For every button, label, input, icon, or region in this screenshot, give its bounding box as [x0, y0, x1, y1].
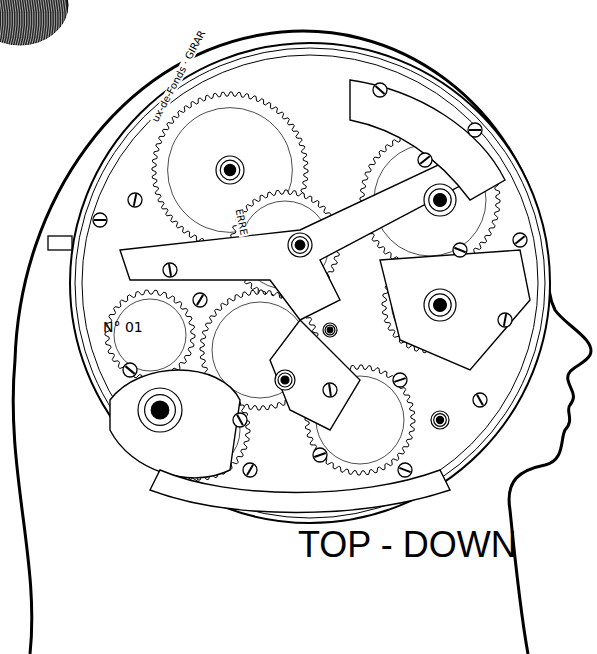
jewel-pivot [275, 370, 295, 390]
screw [93, 213, 107, 227]
hatch-line [38, 0, 43, 50]
movement-ring [75, 48, 545, 518]
hatch-line [26, 0, 31, 50]
screw [473, 393, 487, 407]
hatch-line [2, 0, 7, 50]
jewel-pivot [145, 395, 176, 426]
hatch-line [40, 0, 45, 50]
hatch-line [30, 0, 35, 50]
jewel-pivot [288, 233, 312, 257]
bridge-plate [350, 80, 505, 200]
screw [123, 363, 137, 377]
hatch-line [54, 0, 59, 50]
gear-rim [114, 299, 186, 371]
movement-ring [70, 43, 550, 523]
bridge-plate [120, 150, 490, 320]
screw [128, 193, 142, 207]
hatch-line [28, 0, 33, 50]
hatch-line [33, 0, 38, 50]
hatch-line [35, 0, 40, 50]
hatch-line [59, 0, 64, 50]
hatch-line [11, 0, 16, 50]
jewel-pivot [323, 323, 337, 337]
serial-number: N° 01 [103, 320, 143, 334]
jewel-pivot [292, 237, 309, 254]
jewel-pivot [431, 411, 449, 429]
jewel-pivot [434, 299, 447, 312]
hatch-line [16, 0, 21, 50]
movement-ring [82, 55, 538, 511]
hatch-line [6, 0, 11, 50]
hatch-line [23, 0, 28, 50]
screw [398, 463, 412, 477]
hatch-line [9, 0, 14, 50]
jewel-pivot [434, 414, 447, 427]
hatch-line [14, 0, 19, 50]
hatch-line [4, 0, 9, 50]
jewel-pivot [429, 189, 451, 211]
jewel-pivot [224, 164, 235, 175]
jewel-pivot [327, 327, 333, 333]
hatch-line [47, 0, 52, 50]
bridge-plate [270, 320, 360, 430]
jewel-pivot [278, 373, 292, 387]
hatch-line [45, 0, 50, 50]
jewel-pivot [424, 289, 456, 321]
jewel-pivot [151, 401, 169, 419]
jewel-pivot [434, 194, 447, 207]
jewel-pivot [216, 156, 244, 184]
hatch-line [21, 0, 26, 50]
apple-hatching [0, 0, 67, 50]
screw [418, 153, 432, 167]
gear-wheel [105, 290, 195, 380]
jewel-pivot [281, 376, 289, 384]
screw [498, 313, 512, 327]
apple-engraving [0, 0, 68, 45]
hatch-line [57, 0, 62, 50]
jewel-pivot [424, 184, 456, 216]
jewel-pivot [436, 416, 443, 423]
bridge-plate [110, 370, 240, 478]
screw [513, 233, 527, 247]
jewel-pivot [295, 240, 305, 250]
screw [373, 83, 387, 97]
watch-movement [48, 43, 550, 523]
jewel-pivot [138, 388, 182, 432]
bridge-plate [380, 250, 530, 370]
hatch-line [50, 0, 55, 50]
hatch-line [42, 0, 47, 50]
hatch-line [62, 0, 67, 50]
hatch-line [18, 0, 23, 50]
screw [163, 263, 177, 277]
jewel-pivot [429, 294, 451, 316]
hatch-line [52, 0, 57, 50]
screw [323, 383, 337, 397]
screw [243, 463, 257, 477]
screw [233, 413, 247, 427]
screw [393, 373, 407, 387]
screw [468, 123, 482, 137]
head-silhouette [13, 31, 591, 654]
crown-stem [48, 236, 72, 250]
screw [193, 293, 207, 307]
screw [453, 243, 467, 257]
jewel-pivot [220, 160, 240, 180]
caption-text: TOP - DOWN [298, 527, 517, 563]
screw [313, 448, 327, 462]
jewel-pivot [325, 325, 335, 335]
